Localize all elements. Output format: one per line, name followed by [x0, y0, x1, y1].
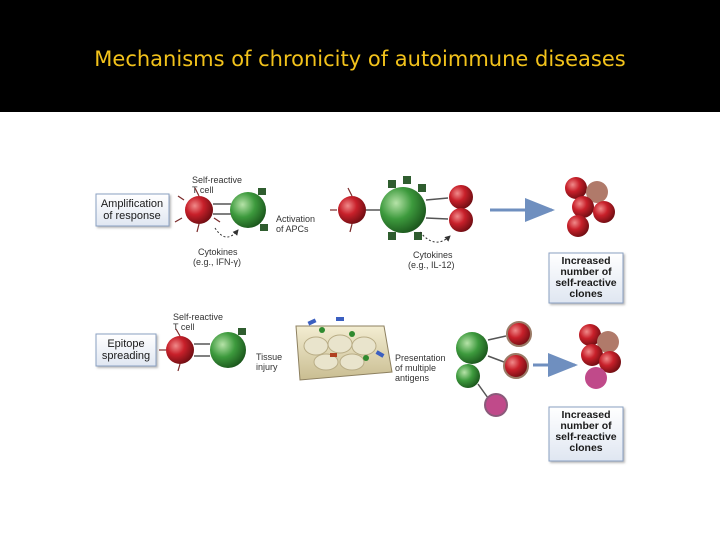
- result-a-line3: self-reactive: [555, 277, 616, 289]
- presentation-line3: antigens: [395, 373, 430, 383]
- t-cell-label-a-line1: Self-reactive: [192, 175, 242, 185]
- clone-cluster-b: [579, 324, 621, 389]
- amplification-label-box: Amplification of response: [95, 193, 170, 227]
- result-b-line3: self-reactive: [555, 431, 616, 443]
- t-cell-icon: [330, 187, 366, 233]
- epitope-label-line2: spreading: [102, 350, 150, 362]
- apc-icon: [456, 332, 488, 364]
- panel-epitope-spreading: Epitope spreading Self-reactive T cell T…: [95, 312, 624, 462]
- tissue-label-line2: injury: [256, 362, 278, 372]
- t-cell-icon: [174, 187, 221, 233]
- cytokines-right-line2: (e.g., IL-12): [408, 260, 455, 270]
- apc-icon: [230, 188, 268, 231]
- activation-label-line1: Activation: [276, 214, 315, 224]
- injured-tissue-icon: [295, 317, 393, 381]
- slide-title: Mechanisms of chronicity of autoimmune d…: [94, 47, 626, 71]
- t-cell-icon: [484, 393, 508, 417]
- panel-amplification: Amplification of response Self-reactive …: [95, 175, 624, 304]
- title-bar: [0, 0, 720, 112]
- presentation-line1: Presentation: [395, 353, 446, 363]
- t-cell-label-b-line1: Self-reactive: [173, 312, 223, 322]
- apc-icon: [456, 364, 480, 388]
- cytokines-left-line2: (e.g., IFN-γ): [193, 257, 241, 267]
- result-a-line4: clones: [569, 288, 602, 300]
- result-box-b: Increased number of self-reactive clones: [548, 406, 624, 462]
- amplification-label-line2: of response: [103, 210, 160, 222]
- t-cell-icon: [503, 353, 529, 379]
- amplification-label-line1: Amplification: [101, 198, 163, 210]
- activated-apc-icon: [380, 176, 426, 240]
- t-cell-icon: [449, 185, 473, 209]
- result-a-line2: number of: [560, 266, 612, 278]
- presentation-line2: of multiple: [395, 363, 436, 373]
- result-box-a: Increased number of self-reactive clones: [548, 252, 624, 304]
- tissue-label-line1: Tissue: [256, 352, 282, 362]
- result-b-line2: number of: [560, 420, 612, 432]
- apc-icon: [210, 328, 246, 368]
- cytokines-left-line1: Cytokines: [198, 247, 238, 257]
- result-b-line1: Increased: [561, 409, 610, 421]
- result-a-line1: Increased: [561, 255, 610, 267]
- result-b-line4: clones: [569, 442, 602, 454]
- autoimmune-diagram: Amplification of response Self-reactive …: [95, 175, 624, 462]
- epitope-label-line1: Epitope: [107, 338, 144, 350]
- cytokines-right-line1: Cytokines: [413, 250, 453, 260]
- t-cell-icon: [506, 321, 532, 347]
- activation-label-line2: of APCs: [276, 224, 309, 234]
- t-cell-label-b-line2: T cell: [173, 322, 194, 332]
- clone-cluster-a: [565, 177, 615, 237]
- t-cell-label-a-line2: T cell: [192, 185, 213, 195]
- epitope-label-box: Epitope spreading: [95, 333, 157, 367]
- t-cell-icon: [159, 328, 194, 372]
- t-cell-icon: [449, 208, 473, 232]
